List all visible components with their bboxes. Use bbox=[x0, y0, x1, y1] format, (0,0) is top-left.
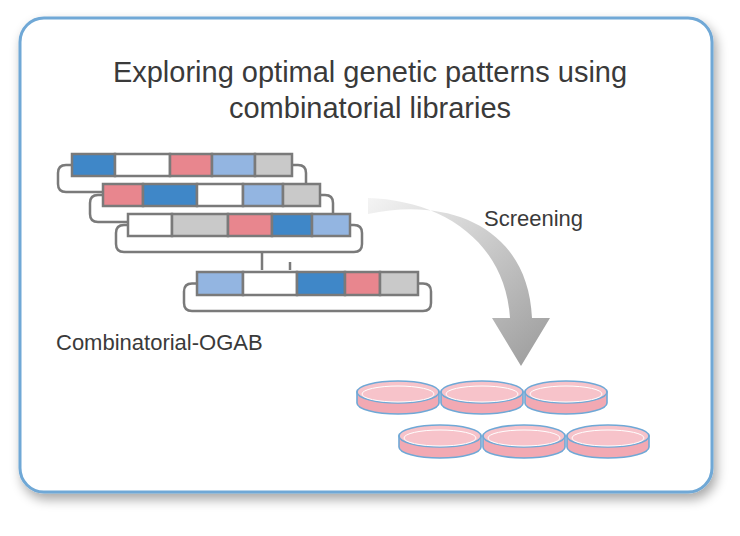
plasmid-constructs bbox=[58, 154, 431, 311]
gene-part bbox=[228, 214, 272, 236]
label: Combinatorial-OGAB bbox=[56, 330, 263, 356]
petri-dish bbox=[567, 425, 649, 458]
petri-dishes bbox=[357, 381, 649, 458]
dish-top bbox=[567, 425, 649, 447]
gene-part bbox=[243, 184, 283, 206]
gene-part bbox=[312, 214, 350, 236]
gene-part bbox=[243, 272, 297, 295]
gene-part bbox=[170, 154, 212, 176]
gene-part bbox=[143, 184, 197, 206]
dish-top bbox=[441, 381, 523, 403]
dish-top bbox=[525, 381, 607, 403]
dish-rim bbox=[404, 430, 476, 446]
dish-top bbox=[357, 381, 439, 403]
gene-part bbox=[297, 272, 345, 295]
dish-rim bbox=[362, 386, 434, 402]
dish-rim bbox=[530, 386, 602, 402]
dish-rim bbox=[488, 430, 560, 446]
title: Exploring optimal genetic patterns using… bbox=[100, 54, 640, 126]
petri-dish bbox=[441, 381, 523, 414]
gene-part bbox=[197, 272, 243, 295]
gene-part bbox=[172, 214, 228, 236]
gene-part bbox=[197, 184, 243, 206]
dish-top bbox=[483, 425, 565, 447]
label: Screening bbox=[484, 206, 583, 232]
gene-part bbox=[128, 214, 172, 236]
panel bbox=[20, 18, 712, 492]
petri-dish bbox=[357, 381, 439, 414]
gene-part bbox=[72, 154, 115, 176]
dish-top bbox=[399, 425, 481, 447]
gene-part bbox=[272, 214, 312, 236]
ellipsis-line bbox=[261, 251, 264, 270]
gene-part bbox=[103, 184, 143, 206]
petri-dish bbox=[483, 425, 565, 458]
gene-part bbox=[345, 272, 380, 295]
dish-rim bbox=[446, 386, 518, 402]
gene-part bbox=[212, 154, 255, 176]
dish-rim bbox=[572, 430, 644, 446]
gene-part bbox=[255, 154, 292, 176]
gene-part bbox=[380, 272, 418, 295]
gene-part bbox=[115, 154, 170, 176]
gene-part bbox=[283, 184, 320, 206]
petri-dish bbox=[525, 381, 607, 414]
petri-dish bbox=[399, 425, 481, 458]
ellipsis-line bbox=[289, 262, 292, 270]
